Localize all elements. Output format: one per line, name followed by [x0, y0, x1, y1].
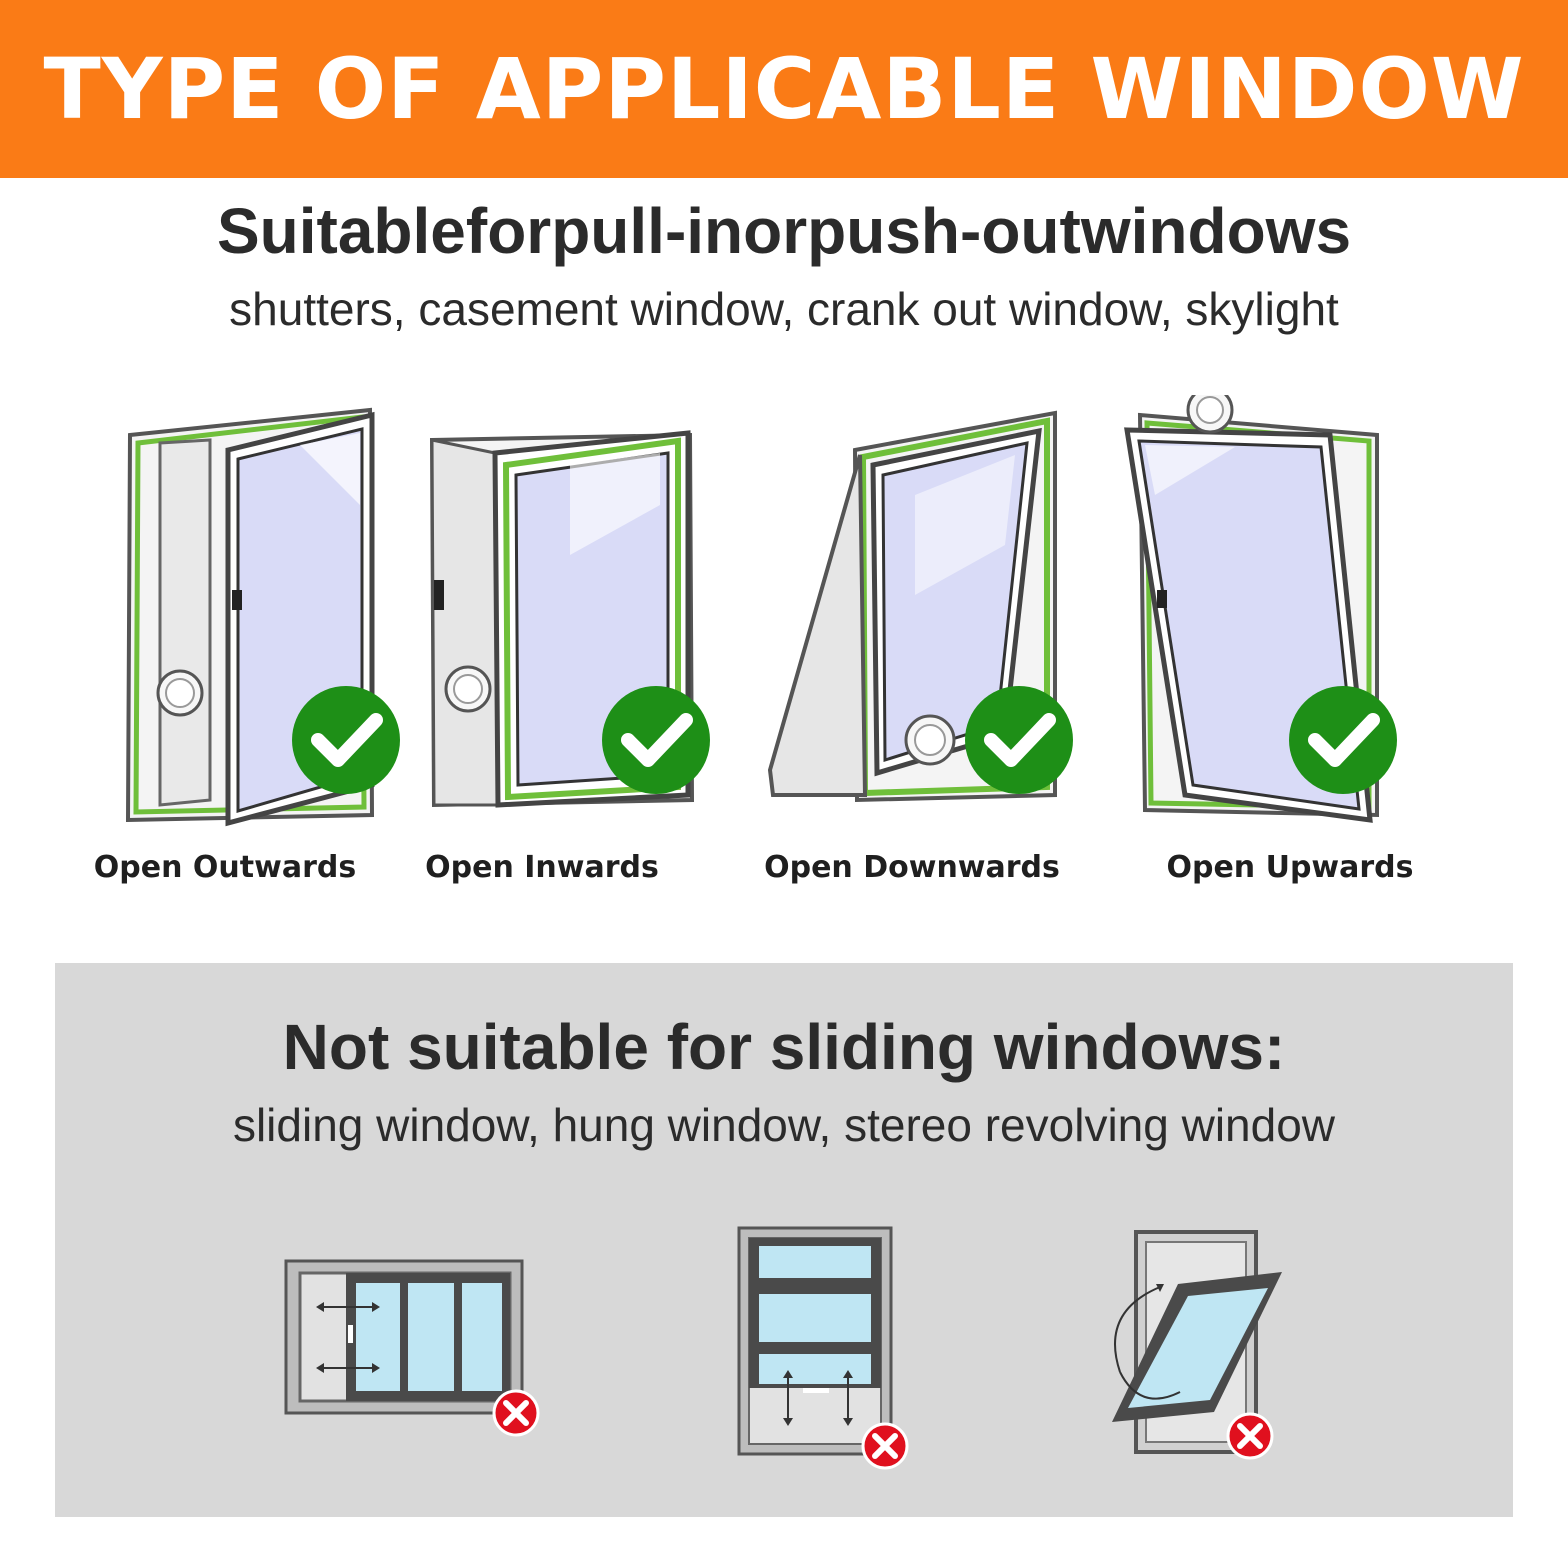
label-open-outwards: Open Outwards — [93, 850, 357, 885]
check-circle-icon — [292, 686, 400, 794]
suitable-title: Suitableforpull-inorpush-outwindows — [216, 195, 1352, 267]
open-downwards-window-illustration — [767, 410, 1073, 803]
not-suitable-title: Not suitable for sliding windows: — [282, 1011, 1286, 1083]
suitable-subtitle: shutters, casement window, crank out win… — [229, 283, 1339, 335]
cross-circle-icon — [492, 1389, 540, 1437]
revolving-window-illustration — [1112, 1230, 1282, 1460]
sliding-window-illustration — [284, 1259, 540, 1437]
label-open-upwards: Open Upwards — [1166, 850, 1414, 885]
header-banner: TYPE OF APPLICABLE WINDOW — [0, 0, 1568, 178]
banner-title: TYPE OF APPLICABLE WINDOW — [43, 40, 1525, 138]
cross-circle-icon — [1226, 1412, 1274, 1460]
not-suitable-subtitle: sliding window, hung window, stereo revo… — [232, 1099, 1336, 1151]
check-circle-icon — [602, 686, 710, 794]
open-inwards-window-illustration — [429, 430, 710, 808]
label-open-downwards: Open Downwards — [764, 850, 1060, 885]
open-upwards-window-illustration — [1124, 395, 1397, 823]
check-circle-icon — [1289, 686, 1397, 794]
hung-window-illustration — [737, 1226, 909, 1470]
cross-circle-icon — [861, 1422, 909, 1470]
open-outwards-window-illustration — [125, 407, 400, 827]
label-open-inwards: Open Inwards — [425, 850, 659, 885]
check-circle-icon — [965, 686, 1073, 794]
